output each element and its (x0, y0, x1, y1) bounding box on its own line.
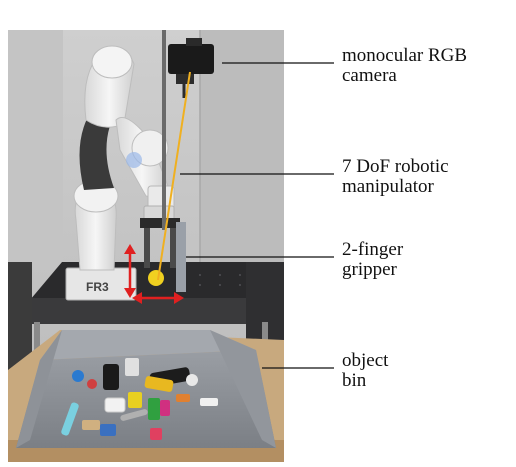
gripper-illustration (140, 218, 186, 292)
label-camera-line1: monocular RGB (342, 45, 468, 66)
label-manipulator-line2: manipulator (342, 176, 434, 197)
gripper-motion-arrows (124, 244, 184, 304)
label-bin-line2: bin (342, 370, 367, 391)
label-gripper: 2-finger gripper (342, 240, 403, 280)
bin-right-wall (210, 330, 276, 448)
bin-left-wall (16, 330, 62, 448)
label-gripper-line2: gripper (342, 259, 397, 280)
camera-sight-line (157, 71, 191, 281)
label-bin: object bin (342, 351, 388, 391)
duck-object (148, 270, 164, 286)
workbench-front (28, 298, 284, 324)
label-camera: monocular RGB camera (342, 46, 467, 86)
robot-base-logo: FR3 (86, 280, 109, 294)
robot-arm (73, 45, 175, 271)
label-gripper-line1: 2-finger (342, 239, 404, 260)
label-manipulator-line1: 7 DoF robotic (342, 156, 449, 177)
label-camera-line2: camera (342, 65, 397, 86)
label-manipulator: 7 DoF robotic manipulator (342, 157, 449, 197)
label-bin-line1: object (342, 350, 389, 371)
bin-objects (61, 358, 218, 440)
camera-mount (162, 30, 214, 230)
wall-left-shadow (8, 30, 63, 270)
